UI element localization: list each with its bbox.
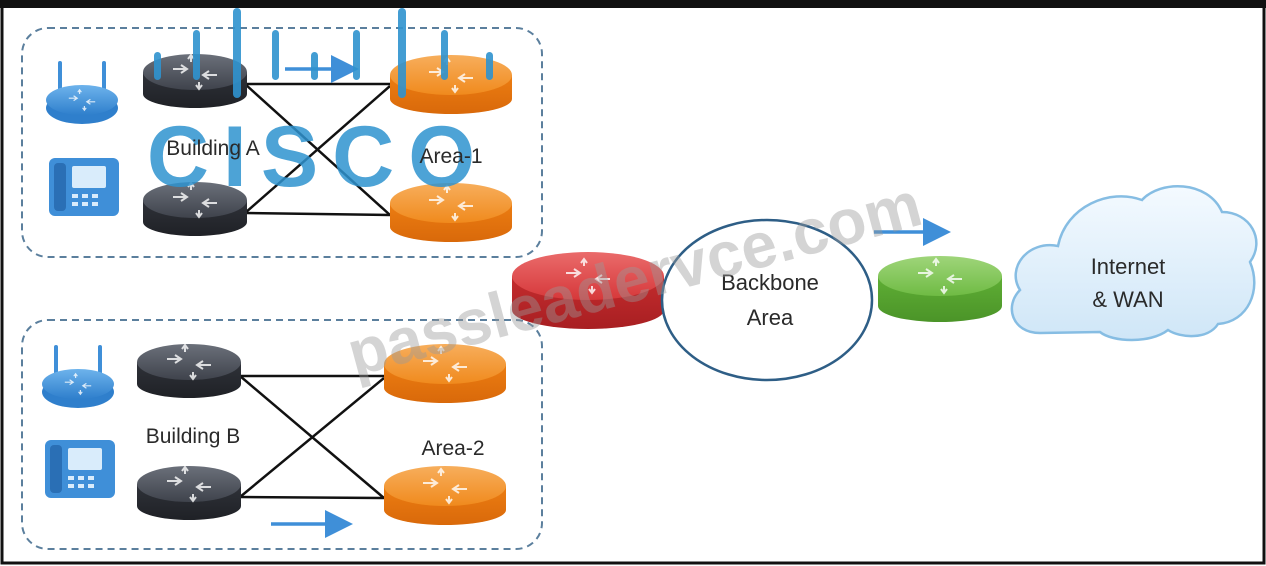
cloud-icon	[1010, 185, 1258, 342]
router-icon	[390, 183, 512, 242]
backbone-label-line-2: Area	[747, 305, 794, 330]
backbone-label-line-1: Backbone	[721, 270, 819, 295]
cisco-logo-watermark	[154, 8, 493, 98]
area-2-label: Area-2	[421, 437, 484, 460]
router-icon	[512, 252, 664, 329]
wireless-access-point-icon	[46, 61, 118, 124]
ip-phone-icon	[49, 158, 119, 216]
router-icon	[390, 55, 512, 114]
area-1-label: Area-1	[419, 145, 482, 168]
router-icon	[143, 182, 247, 236]
router-icon	[384, 466, 506, 525]
cisco-wordmark-watermark: CISCO	[147, 109, 489, 205]
internet-label-line-2: & WAN	[1092, 287, 1163, 312]
backbone-area-ellipse	[660, 218, 874, 382]
router-icon	[137, 466, 241, 520]
area-1-links	[244, 82, 391, 217]
ip-phone-icon	[45, 440, 115, 498]
area-2-group-border	[21, 319, 543, 550]
wireless-access-point-icon	[42, 345, 114, 408]
area-2-links	[239, 374, 385, 500]
building-b-label: Building B	[146, 425, 241, 448]
router-icon	[384, 344, 506, 403]
building-a-label: Building A	[166, 137, 259, 160]
router-icon	[878, 256, 1002, 322]
area-1-group-border	[21, 27, 543, 258]
router-icon	[137, 344, 241, 398]
internet-label-line-1: Internet	[1091, 254, 1166, 279]
